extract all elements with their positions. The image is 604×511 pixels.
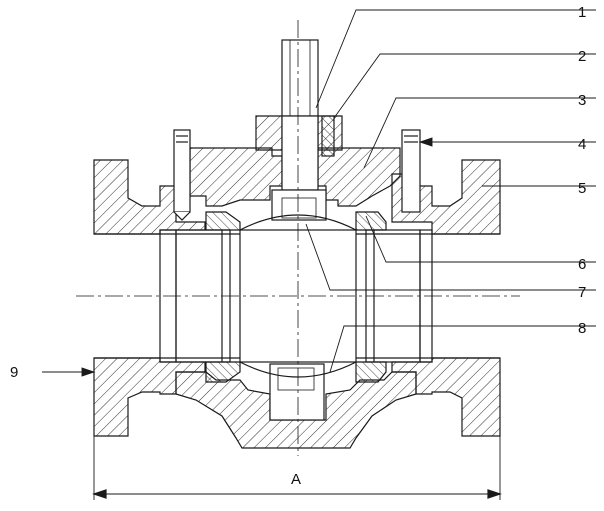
callout-2: 2 xyxy=(578,48,586,65)
leader-2 xyxy=(333,53,596,119)
stem-lower xyxy=(281,115,319,191)
leader-1 xyxy=(315,9,596,109)
callout-8: 8 xyxy=(578,320,586,337)
right-flange-bottom xyxy=(391,357,501,437)
dimension-label-a: A xyxy=(291,471,301,488)
leader-6 xyxy=(365,215,596,263)
callout-1: 1 xyxy=(578,4,586,21)
leader-3 xyxy=(363,97,596,169)
seat-left-top xyxy=(205,211,241,231)
bonnet-cover-right xyxy=(317,147,401,207)
leader-8 xyxy=(329,325,596,373)
callout-6: 6 xyxy=(578,256,586,273)
callout-3: 3 xyxy=(578,92,586,109)
callout-5: 5 xyxy=(578,180,586,197)
seat-right-top xyxy=(355,211,387,231)
callout-9: 9 xyxy=(10,364,18,381)
stem-packing xyxy=(321,115,335,157)
seat-left-bottom xyxy=(205,361,241,383)
bonnet-bolt-right xyxy=(401,129,421,213)
bonnet-cover xyxy=(189,147,283,207)
callout-4: 4 xyxy=(578,136,586,153)
leader-7 xyxy=(305,223,596,291)
stem-upper xyxy=(281,39,319,117)
body-bottom xyxy=(175,371,417,449)
seat-right-bottom xyxy=(355,361,387,383)
callout-7: 7 xyxy=(578,284,586,301)
gland-housing xyxy=(255,115,283,151)
